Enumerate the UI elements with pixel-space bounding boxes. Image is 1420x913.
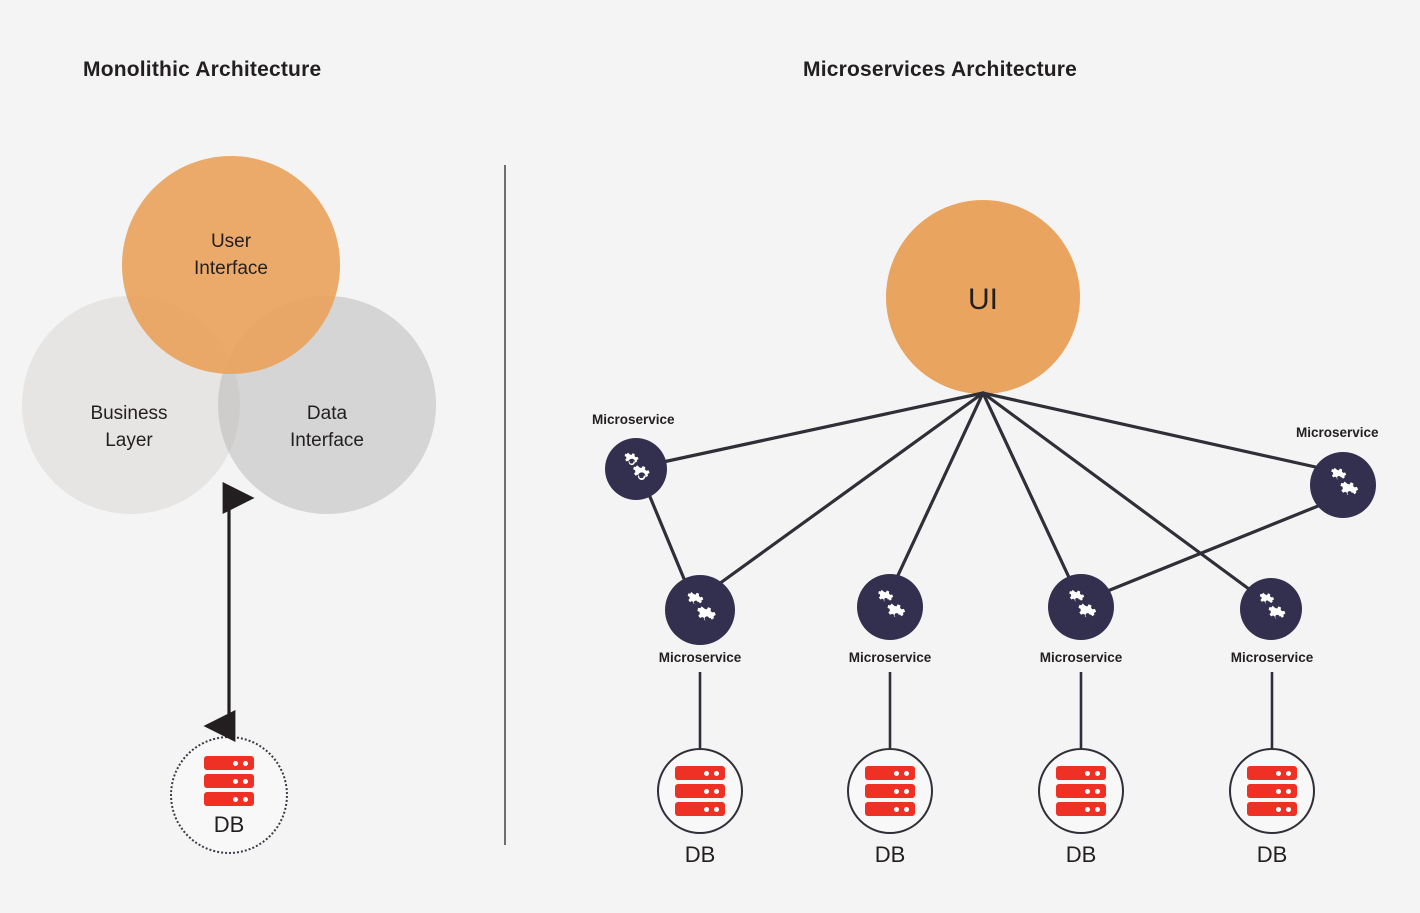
- db-bar: [865, 802, 915, 816]
- panel-divider: [504, 165, 506, 845]
- venn-label-business-layer-line2: Layer: [105, 430, 153, 451]
- db-bar: [204, 774, 254, 788]
- edge-hub-to-ms-3: [981, 391, 1075, 588]
- venn-label-business-layer-line1: Business: [90, 403, 168, 424]
- ui-hub-label: UI: [968, 283, 998, 316]
- db-node-3: [1038, 748, 1124, 834]
- edge-hub-to-ms-left: [661, 391, 985, 464]
- db-bar: [675, 802, 725, 816]
- gears-icon: [1068, 589, 1096, 617]
- venn-label-user-interface-line2: Interface: [194, 258, 268, 279]
- db-bar: [675, 784, 725, 798]
- monolith-database-server-icon: [204, 756, 254, 806]
- microservice-label-2: Microservice: [848, 650, 932, 665]
- venn-label-data-interface: Data Interface: [227, 400, 427, 454]
- microservice-node-1: [665, 575, 735, 645]
- microservice-label-1: Microservice: [658, 650, 742, 665]
- microservice-node-left: [605, 438, 667, 500]
- db-bar: [1056, 766, 1106, 780]
- microservice-node-right: [1310, 452, 1376, 518]
- db-bar: [204, 756, 254, 770]
- gears-icon: [624, 452, 650, 480]
- venn-label-data-interface-line1: Data: [306, 403, 348, 424]
- gears-icon: [877, 589, 905, 617]
- db-bar: [675, 766, 725, 780]
- microservice-label-left: Microservice: [592, 412, 675, 427]
- db-label-2: DB: [874, 842, 906, 867]
- edge-ms-right-to-ms-3: [1103, 502, 1325, 594]
- edge-hub-to-ms-1: [710, 391, 985, 591]
- db-label-1: DB: [684, 842, 716, 867]
- db-bar: [1056, 784, 1106, 798]
- ui-hub-node: [886, 200, 1080, 394]
- venn-label-data-interface-line2: Interface: [290, 430, 364, 451]
- gears-icon: [1259, 592, 1285, 619]
- db-bar: [1056, 802, 1106, 816]
- edge-hub-to-ms-2: [891, 391, 985, 588]
- database-server-icon: [1247, 766, 1297, 816]
- microservice-node-4: [1240, 578, 1302, 640]
- microservice-label-4: Microservice: [1230, 650, 1314, 665]
- venn-label-user-interface: User Interface: [131, 228, 331, 282]
- db-node-1: [657, 748, 743, 834]
- microservice-label-3: Microservice: [1039, 650, 1123, 665]
- microservice-label-right: Microservice: [1296, 425, 1379, 440]
- page-title-microservices: Microservices Architecture: [803, 58, 1078, 81]
- venn-circle-user-interface: [122, 156, 340, 374]
- db-bar: [1247, 784, 1297, 798]
- gears-icon: [1330, 467, 1358, 495]
- db-bar: [1247, 802, 1297, 816]
- venn-label-user-interface-line1: User: [210, 231, 252, 252]
- db-node-2: [847, 748, 933, 834]
- database-server-icon: [1056, 766, 1106, 816]
- db-node-4: [1229, 748, 1315, 834]
- db-label-4: DB: [1256, 842, 1288, 867]
- db-label-3: DB: [1065, 842, 1097, 867]
- db-bar: [865, 784, 915, 798]
- edge-hub-to-ms-4: [981, 391, 1255, 594]
- microservice-node-3: [1048, 574, 1114, 640]
- venn-label-business-layer: Business Layer: [29, 400, 229, 454]
- microservice-node-2: [857, 574, 923, 640]
- edge-hub-to-ms-right: [981, 391, 1322, 470]
- database-server-icon: [675, 766, 725, 816]
- monolith-db-node: [170, 736, 288, 854]
- db-bar: [204, 792, 254, 806]
- monolith-db-label: DB: [213, 812, 245, 837]
- edge-ms-left-to-ms-1: [646, 490, 689, 588]
- gears-icon: [687, 591, 716, 621]
- page-title-monolithic: Monolithic Architecture: [83, 58, 322, 81]
- db-bar: [865, 766, 915, 780]
- db-bar: [1247, 766, 1297, 780]
- database-server-icon: [865, 766, 915, 816]
